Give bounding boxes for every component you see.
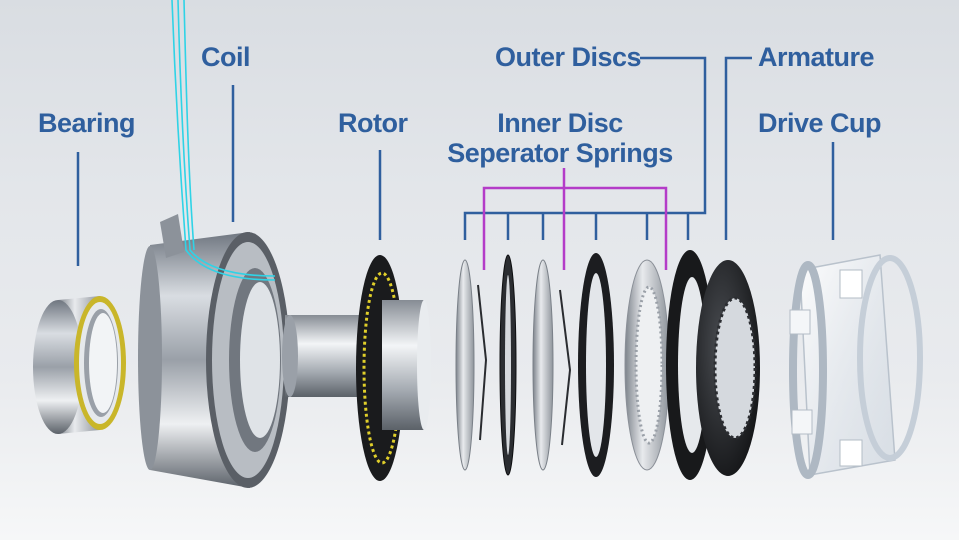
coil-wire	[171, 0, 276, 281]
armature-leader	[724, 56, 752, 240]
outer-disc-2	[499, 254, 517, 476]
outer-disc-3	[532, 259, 554, 471]
springs-leader	[482, 168, 668, 270]
armature-part	[696, 260, 760, 476]
bearing-part	[33, 296, 126, 434]
drive-cup-label: Drive Cup	[758, 108, 882, 138]
rotor-label: Rotor	[338, 108, 408, 138]
inner-disc-label: Inner Disc Seperator Springs	[440, 108, 680, 168]
spring-2	[559, 289, 572, 446]
outer-disc-5	[624, 259, 670, 471]
inner-disc-label-line1: Inner Disc	[497, 108, 623, 138]
outer-disc-1	[455, 259, 475, 471]
coil-label: Coil	[201, 42, 251, 72]
rotor-part	[282, 255, 431, 481]
inner-disc-label-line2: Seperator Springs	[447, 138, 673, 168]
armature-label: Armature	[758, 42, 875, 72]
outer-discs-label: Outer Discs	[495, 42, 642, 72]
outer-disc-4	[578, 253, 614, 477]
leader-lines	[76, 56, 835, 266]
bearing-label: Bearing	[38, 108, 136, 138]
coil-part	[138, 214, 290, 488]
spring-1	[477, 284, 488, 441]
drive-cup-part	[789, 254, 923, 479]
outer-discs-leader	[463, 56, 707, 240]
